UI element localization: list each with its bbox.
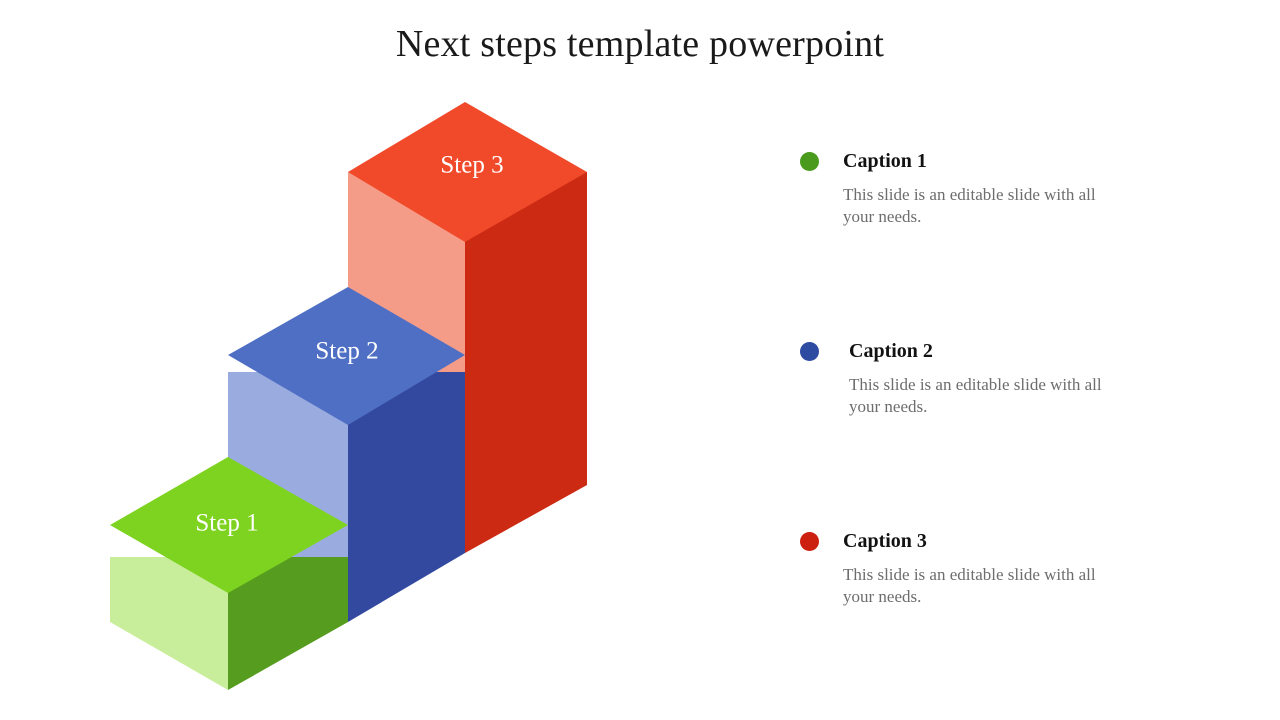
step-2-face-right xyxy=(348,372,465,622)
step-1-block[interactable]: Step 1 xyxy=(110,457,348,690)
caption-3-title: Caption 3 xyxy=(843,530,927,552)
caption-1-header: Caption 1 xyxy=(800,150,1140,173)
caption-3-header: Caption 3 xyxy=(800,530,1140,553)
step-2-face-top xyxy=(228,287,465,425)
caption-2-body: This slide is an editable slide with all… xyxy=(849,375,1102,417)
step-3-face-right xyxy=(465,172,587,553)
caption-1-title: Caption 1 xyxy=(843,150,927,172)
caption-3-bullet-icon xyxy=(800,532,819,551)
caption-1-body: This slide is an editable slide with all… xyxy=(843,185,1096,227)
caption-1-bullet-icon xyxy=(800,152,819,171)
step-1-face-top xyxy=(110,457,348,593)
caption-2-title: Caption 2 xyxy=(849,340,933,362)
caption-2-header: Caption 2 xyxy=(800,340,1140,363)
caption-2-bullet-icon xyxy=(800,342,819,361)
step-1-face-right xyxy=(228,557,348,690)
caption-block-3[interactable]: Caption 3 This slide is an editable slid… xyxy=(800,530,1140,609)
caption-block-2[interactable]: Caption 2 This slide is an editable slid… xyxy=(800,340,1140,419)
step-1-face-left xyxy=(110,557,228,690)
page-title: Next steps template powerpoint xyxy=(395,23,885,65)
step-3-label: Step 3 xyxy=(440,152,503,179)
steps-diagram: Step 3 Step 2 Step 1 xyxy=(95,85,635,715)
step-2-label: Step 2 xyxy=(315,338,378,365)
caption-3-body: This slide is an editable slide with all… xyxy=(843,565,1096,607)
caption-block-1[interactable]: Caption 1 This slide is an editable slid… xyxy=(800,150,1140,229)
step-3-face-top xyxy=(348,102,587,242)
step-1-label: Step 1 xyxy=(195,510,258,537)
